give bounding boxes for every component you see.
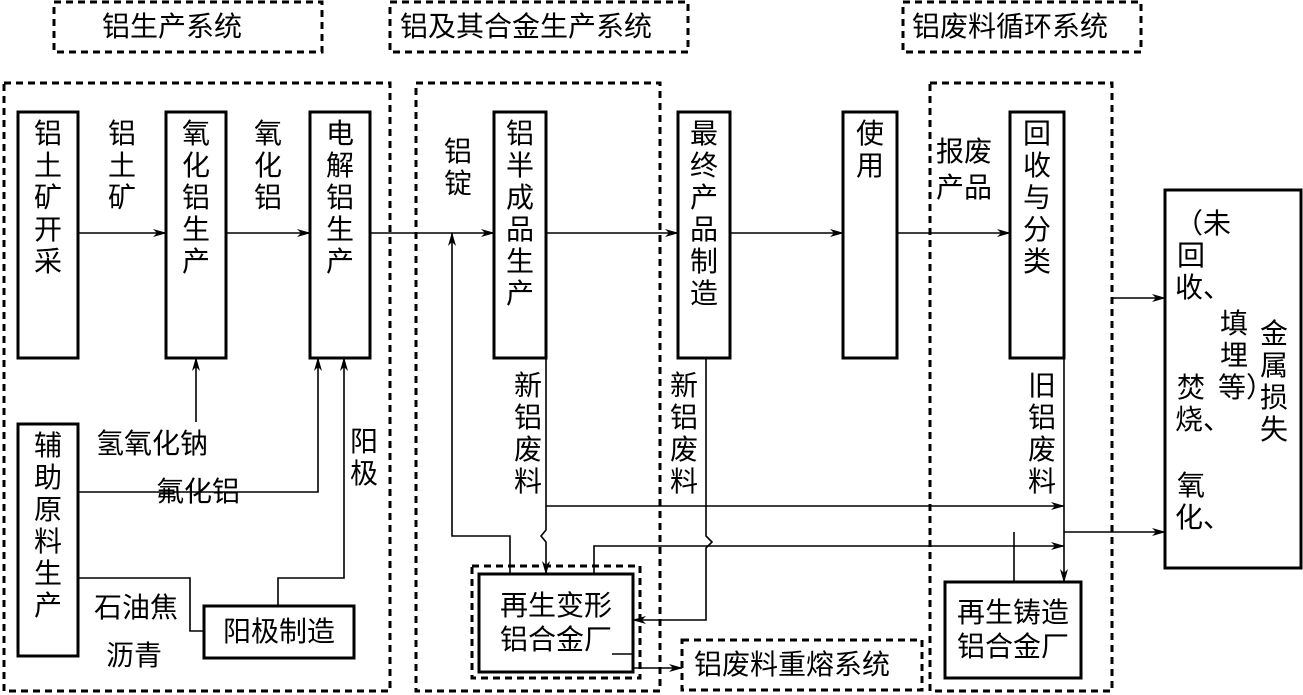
metal-loss-col1: （未回收、 [1175,207,1232,304]
header-scrap-recycling: 铝废料循环系统 [912,10,1109,43]
label-sodium-hydroxide: 氢氧化钠 [96,427,209,460]
label-aluminum-fluoride: 氟化铝 [156,475,241,508]
label-scrapped-products: 报废产品 [936,135,993,204]
label-auxiliary: 辅助原料生产 [33,429,62,622]
label-old-scrap: 旧铝废料 [1027,369,1056,498]
label-alumina-production: 氧化铝生产 [181,117,210,278]
label-bauxite-mining: 铝土矿开采 [33,117,62,278]
label-semi-finished: 铝半成品生产 [505,117,534,310]
metal-loss-col3: 金属损失 [1259,317,1288,446]
label-pitch: 沥青 [106,639,163,672]
box-metal-loss [1163,188,1303,570]
group-frame-wrought-plant [470,564,642,680]
label-electrolytic: 电解铝生产 [325,117,354,278]
label-casting-plant: 再生铸造铝合金厂 [956,596,1069,663]
group-frame-recycling [928,81,1114,693]
metal-loss-col1c: 氧化、 [1175,469,1232,534]
label-new-scrap-1: 新铝废料 [513,369,542,498]
header-scrap-remelting: 铝废料重熔系统 [694,648,891,681]
metal-loss-col2: 填埋等） [1218,307,1275,404]
header-frame-aluminum [52,0,324,54]
label-alumina: 氧化铝 [253,117,282,214]
label-recovery-sorting: 回收与分类 [1022,117,1051,278]
group-frame-alloy [414,81,662,693]
metal-loss-col1b: 焚烧、 [1175,371,1232,436]
label-use: 使用 [855,117,884,182]
label-wrought-plant: 再生变形铝合金厂 [499,589,612,656]
box-casting-plant [943,580,1083,680]
label-bauxite: 铝土矿 [107,117,136,214]
box-auxiliary [16,422,80,658]
label-petroleum-coke: 石油焦 [94,591,179,624]
label-anode-manufacturing: 阳极制造 [222,615,335,648]
header-alloy-production: 铝及其合金生产系统 [400,10,653,43]
box-bauxite-mining [16,110,80,360]
label-ingot: 铝锭 [443,135,472,200]
label-final-products: 最终产品制造 [689,117,718,310]
box-anode-manufacturing [202,604,356,660]
label-new-scrap-2: 新铝废料 [669,369,698,498]
label-anode: 阳极 [349,425,378,490]
header-frame-alloy [388,0,690,54]
group-frame-aluminum [2,81,392,693]
header-aluminum-production: 铝生产系统 [102,10,243,43]
